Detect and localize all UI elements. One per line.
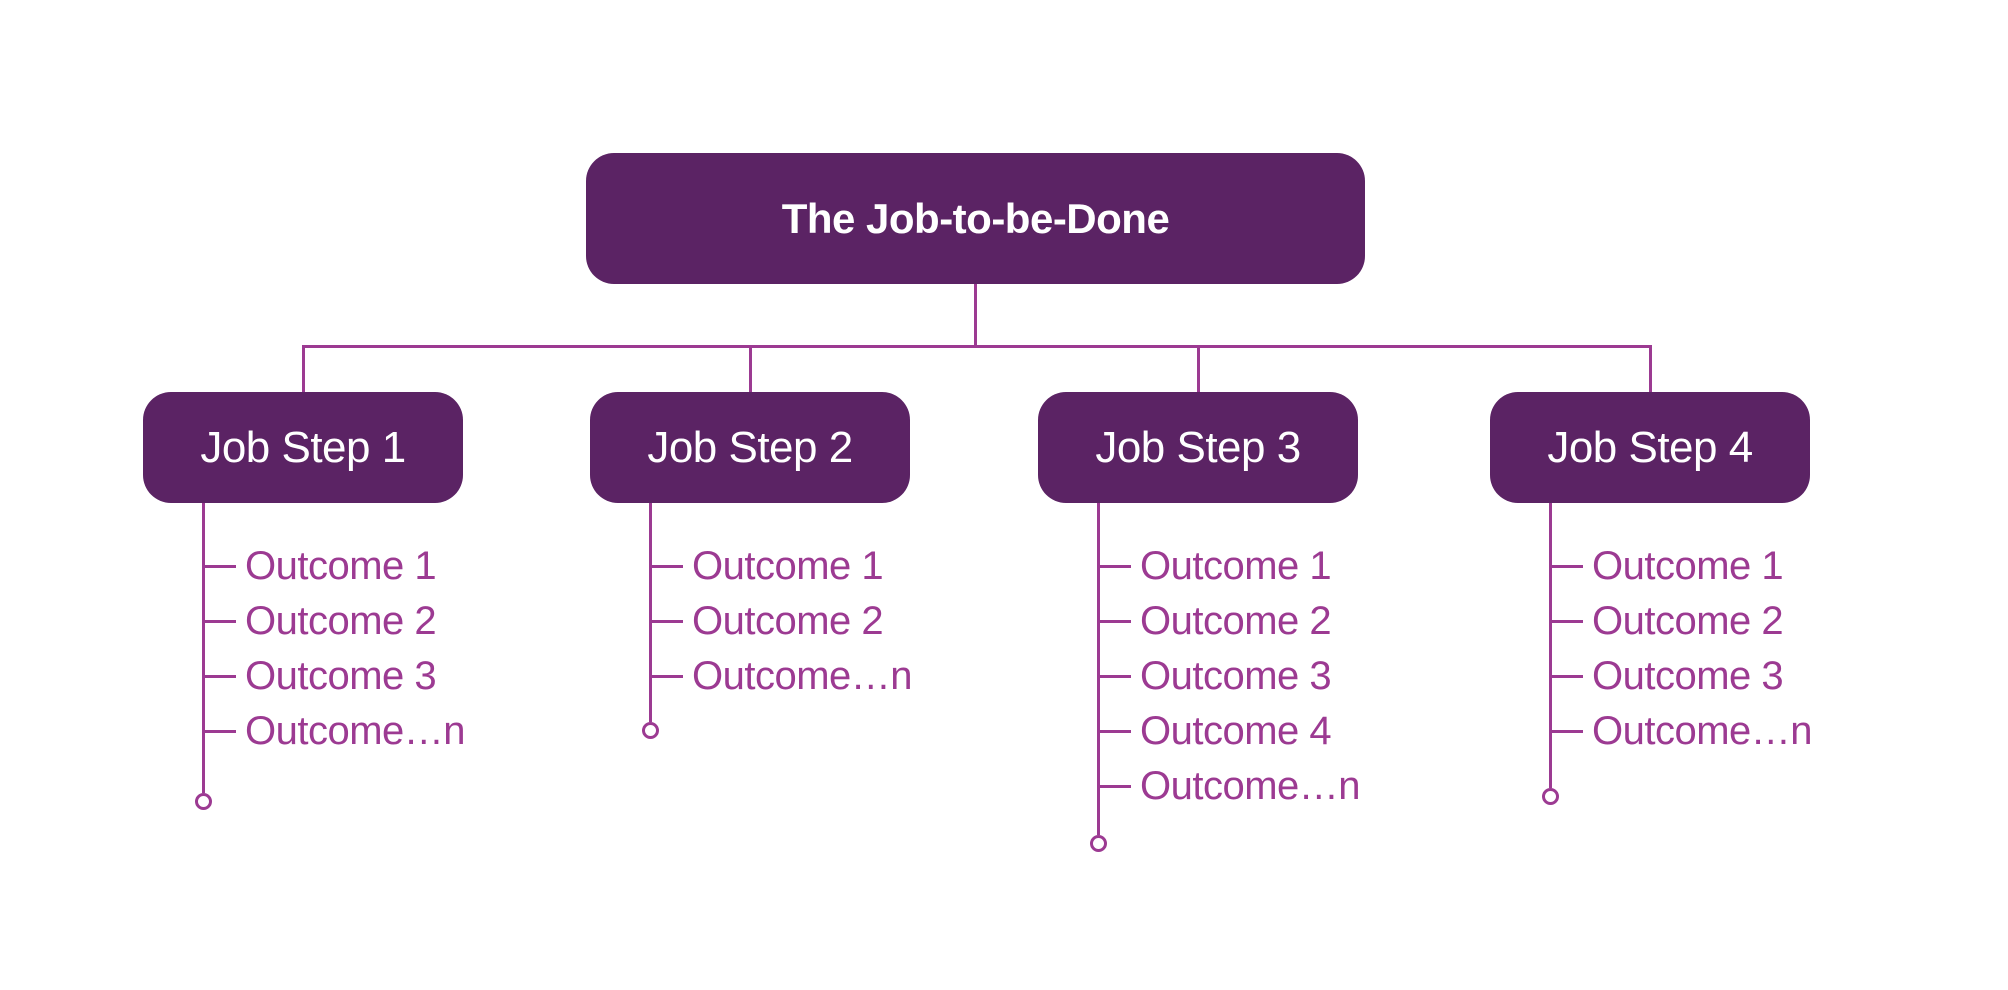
outcome-tick-line (1550, 675, 1583, 678)
outcome-label: Outcome 2 (1592, 599, 1784, 643)
outcome-item: Outcome 1 (1550, 539, 1880, 594)
outcome-label: Outcome…n (245, 709, 466, 753)
outcome-list-step-3: Outcome 1 Outcome 2 Outcome 3 Outcome 4 … (1089, 503, 1428, 852)
connector-drop-step-2 (749, 345, 752, 393)
outcome-label: Outcome 1 (692, 544, 884, 588)
outcome-label: Outcome 3 (245, 654, 437, 698)
outcome-tick-line (650, 620, 683, 623)
terminal-circle (1089, 835, 1107, 852)
job-to-be-done-node: The Job-to-be-Done (586, 153, 1365, 284)
outcome-tick-line (1550, 620, 1583, 623)
outcome-list-step-2: Outcome 1 Outcome 2 Outcome…n (641, 503, 980, 739)
outcome-tick-line (650, 565, 683, 568)
outcome-label: Outcome 1 (1592, 544, 1784, 588)
outcome-stem-line (201, 503, 205, 793)
outcome-tick-line (1550, 730, 1583, 733)
outcome-tick-line (203, 620, 236, 623)
outcome-item: Outcome…n (1550, 704, 1880, 759)
outcome-tick-line (1098, 785, 1131, 788)
outcome-label: Outcome 3 (1592, 654, 1784, 698)
connector-drop-step-3 (1197, 345, 1200, 393)
outcome-tick-line (1098, 620, 1131, 623)
outcome-stem-line (1096, 503, 1100, 835)
terminal-circle (194, 793, 212, 810)
outcome-item: Outcome…n (650, 649, 980, 704)
job-step-1-node: Job Step 1 (143, 392, 463, 503)
outcome-label: Outcome 4 (1140, 709, 1332, 753)
outcome-label: Outcome…n (692, 654, 913, 698)
outcome-item: Outcome…n (203, 704, 533, 759)
terminal-circle (641, 722, 659, 739)
outcome-label: Outcome…n (1140, 764, 1361, 808)
outcome-item: Outcome…n (1098, 759, 1428, 814)
outcome-tick-line (1098, 675, 1131, 678)
outcome-tick-line (1098, 730, 1131, 733)
outcome-item: Outcome 1 (650, 539, 980, 594)
outcome-list-step-4: Outcome 1 Outcome 2 Outcome 3 Outcome…n (1541, 503, 1880, 805)
job-step-4-label: Job Step 4 (1547, 422, 1753, 472)
outcome-item: Outcome 4 (1098, 704, 1428, 759)
connector-root-vertical (974, 284, 977, 346)
outcome-tick-line (203, 675, 236, 678)
connector-drop-step-4 (1649, 345, 1652, 393)
outcome-stem-line (648, 503, 652, 722)
connector-trunk-horizontal (302, 345, 1651, 348)
outcome-label: Outcome…n (1592, 709, 1813, 753)
outcome-stem-line (1548, 503, 1552, 788)
terminal-circle (1541, 788, 1559, 805)
outcome-label: Outcome 2 (245, 599, 437, 643)
outcome-tick-line (203, 730, 236, 733)
outcome-item: Outcome 1 (1098, 539, 1428, 594)
job-step-2-label: Job Step 2 (647, 422, 853, 472)
connector-drop-step-1 (302, 345, 305, 393)
outcome-item: Outcome 3 (1098, 649, 1428, 704)
outcome-item: Outcome 2 (650, 594, 980, 649)
outcome-tick-line (650, 675, 683, 678)
outcome-tick-line (1098, 565, 1131, 568)
outcome-item: Outcome 2 (1098, 594, 1428, 649)
outcome-label: Outcome 3 (1140, 654, 1332, 698)
job-step-3-node: Job Step 3 (1038, 392, 1358, 503)
outcome-item: Outcome 3 (203, 649, 533, 704)
outcome-tick-line (203, 565, 236, 568)
job-to-be-done-label: The Job-to-be-Done (781, 194, 1170, 242)
outcome-label: Outcome 1 (245, 544, 437, 588)
outcome-list-step-1: Outcome 1 Outcome 2 Outcome 3 Outcome…n (194, 503, 533, 810)
outcome-item: Outcome 3 (1550, 649, 1880, 704)
outcome-item: Outcome 2 (203, 594, 533, 649)
outcome-item: Outcome 2 (1550, 594, 1880, 649)
outcome-label: Outcome 1 (1140, 544, 1332, 588)
job-step-2-node: Job Step 2 (590, 392, 910, 503)
outcome-label: Outcome 2 (692, 599, 884, 643)
job-step-3-label: Job Step 3 (1095, 422, 1301, 472)
job-step-4-node: Job Step 4 (1490, 392, 1810, 503)
outcome-item: Outcome 1 (203, 539, 533, 594)
job-step-1-label: Job Step 1 (200, 422, 406, 472)
outcome-tick-line (1550, 565, 1583, 568)
outcome-label: Outcome 2 (1140, 599, 1332, 643)
